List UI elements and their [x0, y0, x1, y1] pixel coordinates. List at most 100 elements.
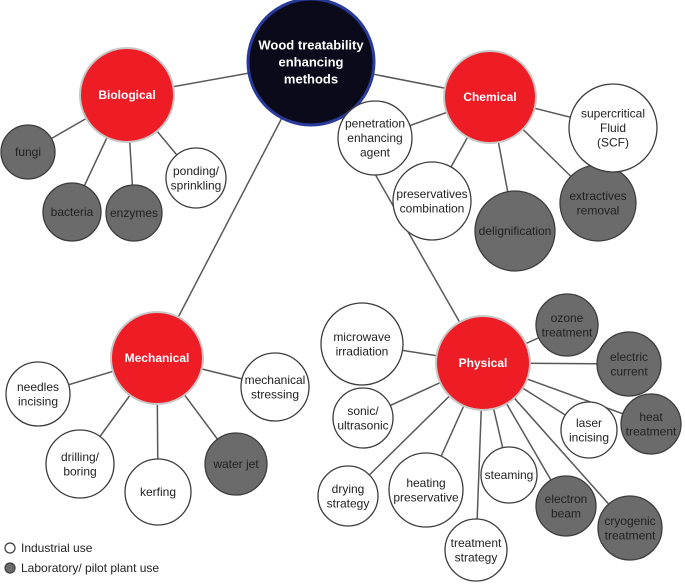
- method-node-drilling-label: drilling/: [61, 450, 100, 464]
- method-node-ponding-label: sprinkling: [171, 178, 222, 192]
- method-node-preservatives-label: combination: [400, 201, 465, 215]
- method-node-mechstress-label: stressing: [251, 387, 299, 401]
- method-node-drilling: drilling/boring: [45, 429, 115, 499]
- method-node-treatstrat-circle: [444, 518, 508, 582]
- method-node-heating-label: preservative: [393, 490, 459, 504]
- category-node-physical-circle: [435, 315, 531, 411]
- method-node-ozone-label: treatment: [542, 325, 593, 339]
- method-node-microwave-label: irradiation: [336, 344, 389, 358]
- method-node-drying-label: drying: [332, 482, 365, 496]
- method-node-scf-label: Fluid: [600, 121, 626, 135]
- method-node-scf-circle: [568, 83, 658, 173]
- method-node-sonic-circle: [332, 387, 394, 449]
- method-node-laser-circle: [560, 401, 618, 459]
- legend-label-industrial: Industrial use: [21, 541, 93, 555]
- method-node-delignification: delignification: [474, 190, 556, 272]
- method-node-kerfing-label: kerfing: [140, 485, 176, 499]
- category-node-chemical: Chemical: [443, 50, 537, 144]
- method-node-enzymes: enzymes: [105, 184, 163, 242]
- category-node-chemical-circle: [443, 50, 537, 144]
- method-node-waterjet: water jet: [204, 432, 268, 496]
- method-node-heating-circle: [388, 452, 464, 528]
- method-node-laser-label: incising: [569, 430, 609, 444]
- category-node-physical: Physical: [435, 315, 531, 411]
- method-node-electron-circle: [535, 475, 597, 537]
- root-node-label: methods: [284, 72, 338, 87]
- method-node-penetration-label: penetration: [345, 117, 405, 131]
- method-node-waterjet-label: water jet: [212, 457, 259, 471]
- method-node-ozone-label: ozone: [551, 311, 584, 325]
- legend-swatch-industrial: [4, 542, 16, 554]
- method-node-treatstrat-label: treatment: [451, 536, 502, 550]
- category-node-mechanical-circle: [110, 311, 204, 405]
- method-node-heattreat-label: heat: [639, 410, 663, 424]
- method-node-electric-label: electric: [610, 350, 648, 364]
- method-node-heattreat-label: treatment: [626, 424, 677, 438]
- method-node-needles-label: incising: [18, 394, 58, 408]
- method-node-drying-label: strategy: [327, 496, 370, 510]
- method-node-extractives-label: extractives: [569, 189, 626, 203]
- legend-swatch-laboratory: [4, 562, 16, 574]
- root-node-label: Wood treatability: [258, 38, 364, 53]
- method-node-heattreat-circle: [620, 393, 682, 455]
- method-node-microwave-label: microwave: [333, 330, 391, 344]
- method-node-kerfing: kerfing: [124, 458, 192, 526]
- category-node-biological-label: Biological: [98, 88, 155, 102]
- method-node-penetration-label: agent: [360, 146, 391, 160]
- method-node-electric-circle: [596, 331, 662, 397]
- method-node-electron-label: beam: [551, 506, 581, 520]
- method-node-ponding-label: ponding/: [173, 164, 220, 178]
- method-node-treatstrat-label: strategy: [455, 550, 498, 564]
- method-node-scf-label: (SCF): [597, 136, 629, 150]
- method-node-drilling-label: boring: [63, 464, 96, 478]
- method-node-needles-label: needles: [17, 380, 59, 394]
- category-node-biological-circle: [79, 47, 175, 143]
- method-node-mechstress-label: mechanical: [245, 373, 306, 387]
- method-node-extractives-label: removal: [577, 203, 620, 217]
- method-node-bacteria: bacteria: [42, 182, 102, 242]
- method-node-delignification-circle: [474, 190, 556, 272]
- method-node-steaming: steaming: [480, 446, 538, 504]
- root-node-circle: [246, 0, 376, 127]
- method-node-enzymes-label: enzymes: [110, 206, 158, 220]
- category-node-physical-label: Physical: [459, 356, 508, 370]
- method-node-fungi: fungi: [0, 124, 56, 180]
- method-node-drying-circle: [317, 465, 379, 527]
- category-node-biological: Biological: [79, 47, 175, 143]
- method-node-microwave-circle: [320, 302, 404, 386]
- root-node-label: enhancing: [278, 55, 343, 70]
- method-node-preservatives-circle: [392, 161, 472, 241]
- method-node-ponding-circle: [165, 147, 227, 209]
- method-node-cryogenic-circle: [597, 495, 663, 561]
- method-node-preservatives-label: preservatives: [396, 187, 467, 201]
- method-node-scf-label: supercritical: [581, 107, 645, 121]
- method-node-sonic-label: ultrasonic: [337, 418, 388, 432]
- method-node-cryogenic-label: treatment: [605, 528, 656, 542]
- method-node-waterjet-circle: [204, 432, 268, 496]
- method-node-fungi-circle: [0, 124, 56, 180]
- method-node-fungi-label: fungi: [15, 145, 41, 159]
- method-node-mechstress-circle: [240, 352, 310, 422]
- method-node-drilling-circle: [45, 429, 115, 499]
- method-node-penetration-label: enhancing: [347, 131, 402, 145]
- method-node-delignification-label: delignification: [479, 224, 552, 238]
- method-node-electric-label: current: [610, 364, 648, 378]
- legend-label-laboratory: Laboratory/ pilot plant use: [21, 561, 159, 575]
- method-node-bacteria-circle: [42, 182, 102, 242]
